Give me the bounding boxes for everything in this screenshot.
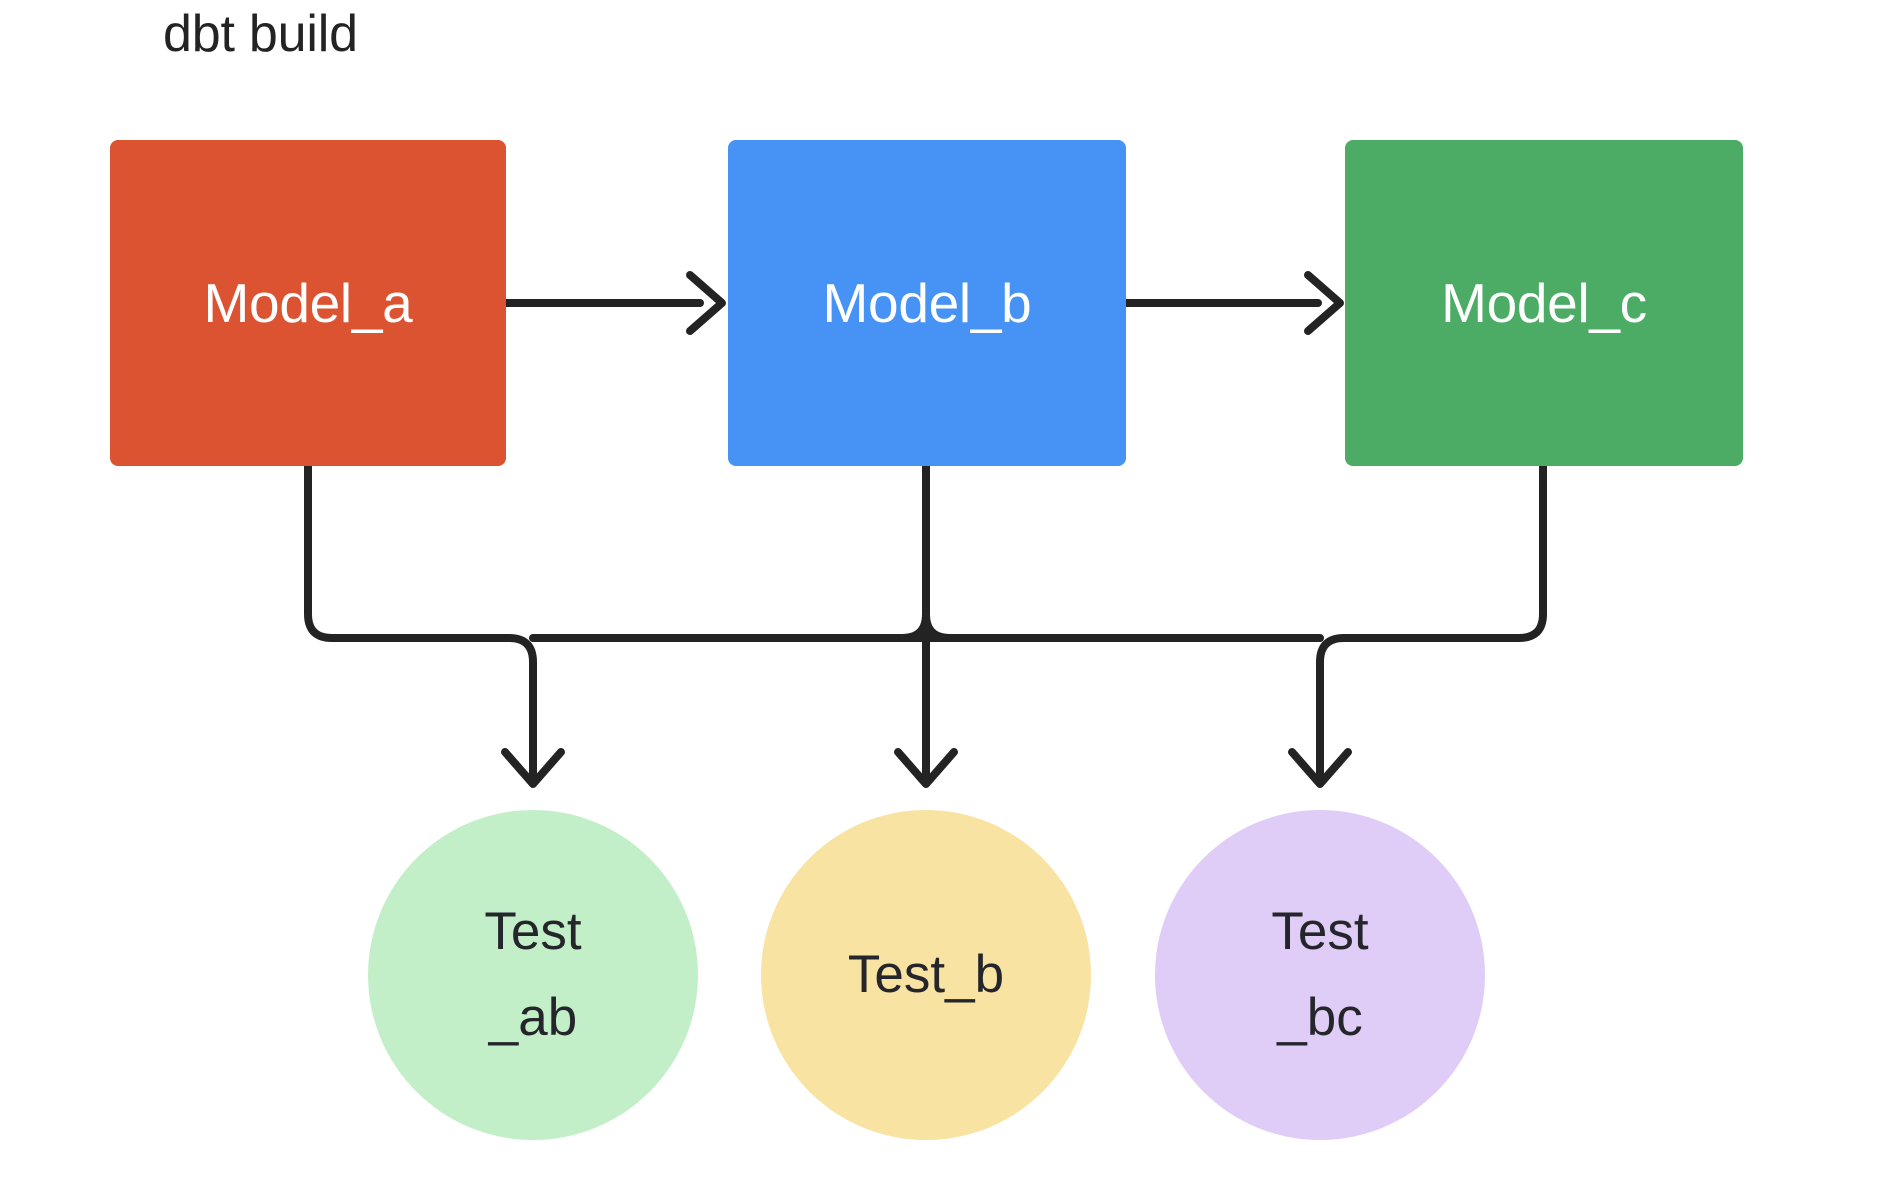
edge-model-b-to-model-c xyxy=(1122,271,1344,335)
node-test-b-label-line1: Test_b xyxy=(847,945,1005,1005)
node-test-ab-label-line1: Test xyxy=(484,902,582,962)
edge-bus-junction-model-b xyxy=(898,610,954,642)
node-model-c-label: Model_c xyxy=(1441,272,1647,334)
node-test-bc[interactable]: Test _bc xyxy=(1155,810,1485,1140)
node-test-b[interactable]: Test_b xyxy=(761,810,1091,1140)
node-model-a[interactable]: Model_a xyxy=(110,140,506,466)
edge-model-a-to-test-ab xyxy=(304,462,565,788)
node-test-ab[interactable]: Test _ab xyxy=(368,810,698,1140)
node-model-b[interactable]: Model_b xyxy=(728,140,1126,466)
node-model-c[interactable]: Model_c xyxy=(1345,140,1743,466)
node-model-a-label: Model_a xyxy=(203,272,413,334)
edge-model-c-to-test-bc xyxy=(1288,462,1547,788)
node-test-bc-label-line2: _bc xyxy=(1277,988,1363,1047)
edge-model-a-to-model-b xyxy=(502,271,726,335)
node-model-b-label: Model_b xyxy=(822,272,1032,334)
node-test-bc-label-line1: Test xyxy=(1271,902,1369,962)
node-test-ab-label-line2: _ab xyxy=(488,988,578,1047)
page-title: dbt build xyxy=(163,5,358,63)
